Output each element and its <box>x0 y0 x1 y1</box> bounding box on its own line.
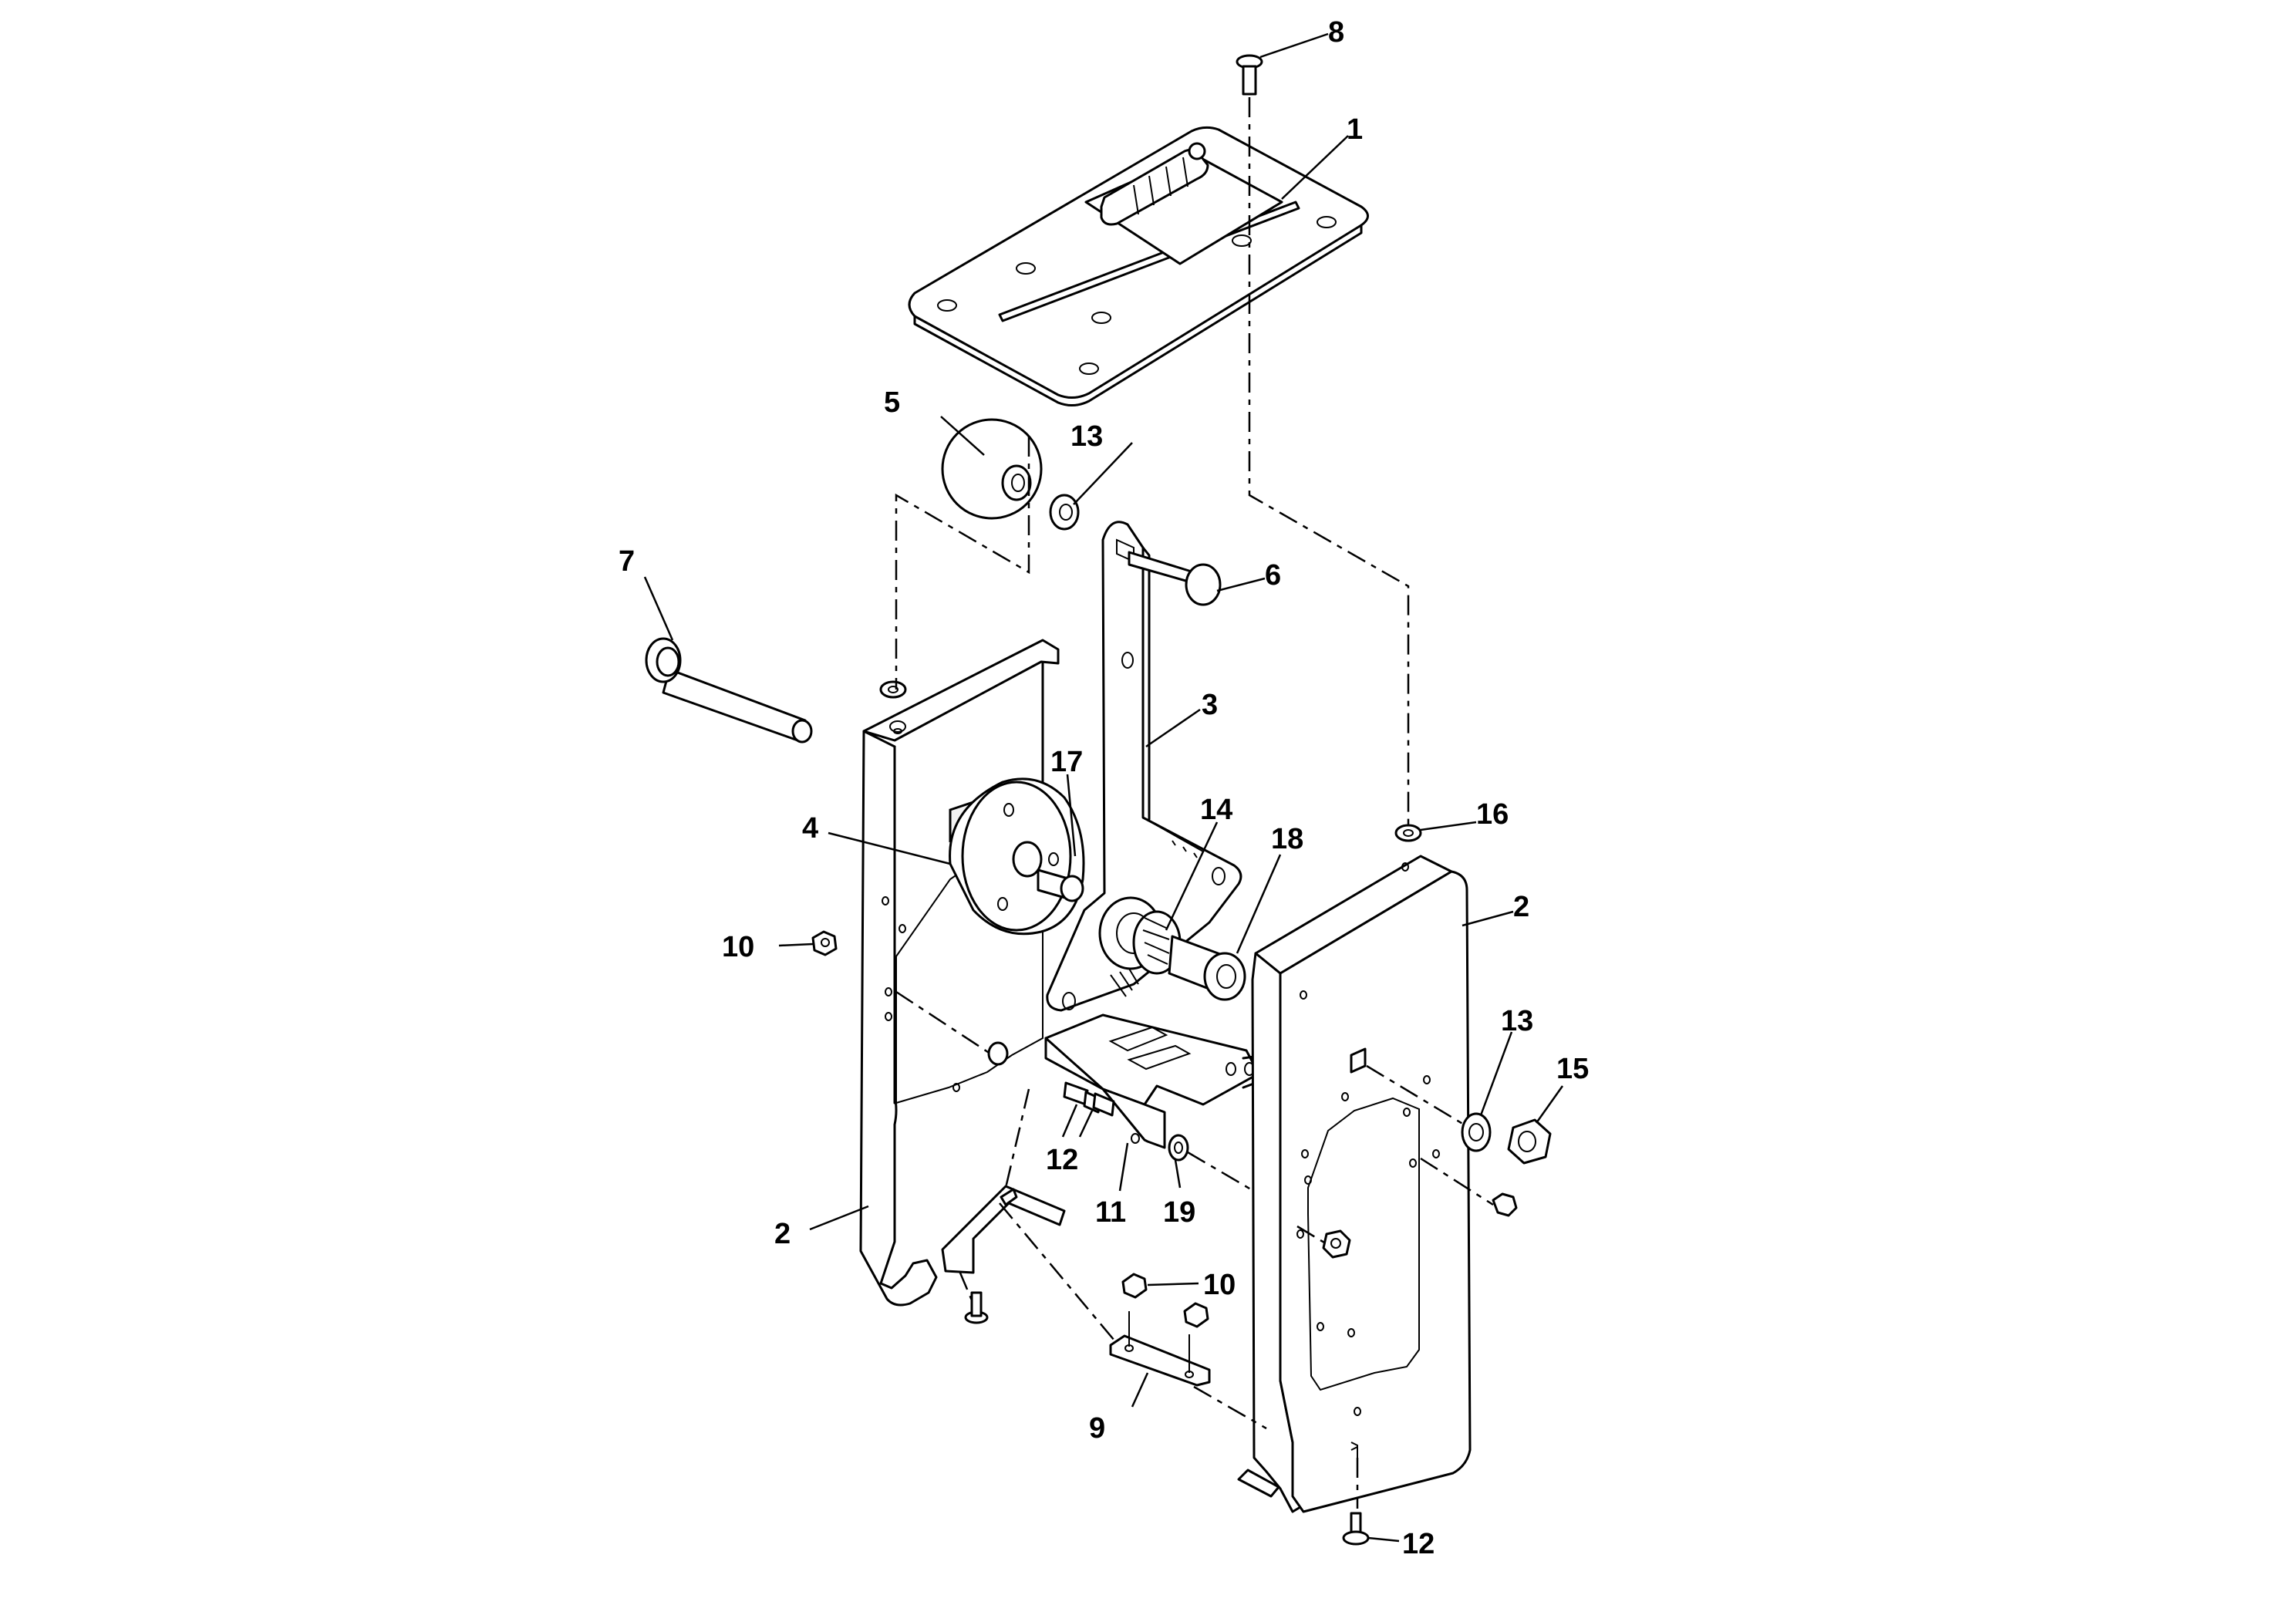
washer-and-nut-right <box>1366 1064 1552 1165</box>
callout-17: 17 <box>1050 746 1083 778</box>
callout-4: 4 <box>802 812 818 845</box>
callout-13-lower: 13 <box>1501 1005 1533 1037</box>
callout-2-right: 2 <box>1513 891 1529 923</box>
callout-2-left: 2 <box>774 1218 791 1250</box>
callout-10-lower: 10 <box>1203 1269 1236 1301</box>
callout-1: 1 <box>1347 113 1363 146</box>
callout-12-upper: 12 <box>1046 1144 1078 1176</box>
knob-ball <box>895 418 1043 679</box>
callout-9: 9 <box>1089 1412 1105 1445</box>
callout-5: 5 <box>884 386 900 419</box>
nut-on-right-plate <box>1296 1225 1351 1259</box>
bolts-pair <box>1063 1081 1115 1117</box>
mounting-bracket <box>1044 1013 1288 1149</box>
alignment-line-right <box>1248 255 1410 825</box>
lever-arm <box>1046 521 1242 1012</box>
clamp-plate-9 <box>1109 1273 1267 1430</box>
pivot-shaft <box>645 637 813 744</box>
top-mounting-plate <box>908 126 1369 406</box>
foot-bracket-lower <box>941 1088 1119 1346</box>
nut-10-left <box>811 930 838 956</box>
washer-upper <box>1049 494 1080 531</box>
bolt-lower-left <box>964 1291 989 1324</box>
callout-labels: 8 1 5 13 6 7 3 17 4 14 18 16 2 10 13 15 … <box>619 16 1589 1560</box>
callout-16: 16 <box>1476 798 1509 831</box>
nut-far-right <box>1420 1157 1518 1217</box>
washer-16 <box>1394 824 1422 842</box>
callout-14: 14 <box>1200 794 1232 826</box>
callout-15: 15 <box>1556 1053 1589 1085</box>
callout-6: 6 <box>1265 559 1281 592</box>
screw-8 <box>1236 54 1263 255</box>
callout-7: 7 <box>619 545 635 578</box>
side-plate-right <box>1237 855 1472 1513</box>
callout-3: 3 <box>1202 689 1218 721</box>
callout-13-upper: 13 <box>1070 420 1103 453</box>
pin-button <box>1128 551 1222 606</box>
side-plate-left <box>859 639 1060 1307</box>
washer-left-top <box>879 680 907 699</box>
callout-11: 11 <box>1095 1196 1126 1229</box>
callout-19: 19 <box>1163 1196 1195 1229</box>
callout-18: 18 <box>1271 823 1303 855</box>
callout-10-left: 10 <box>722 931 754 963</box>
callout-12-lower: 12 <box>1402 1528 1435 1560</box>
callout-8: 8 <box>1328 16 1344 49</box>
cam-wheel <box>949 777 1085 936</box>
hinge-barrel <box>1100 142 1209 226</box>
leader-lines <box>643 32 1564 1543</box>
